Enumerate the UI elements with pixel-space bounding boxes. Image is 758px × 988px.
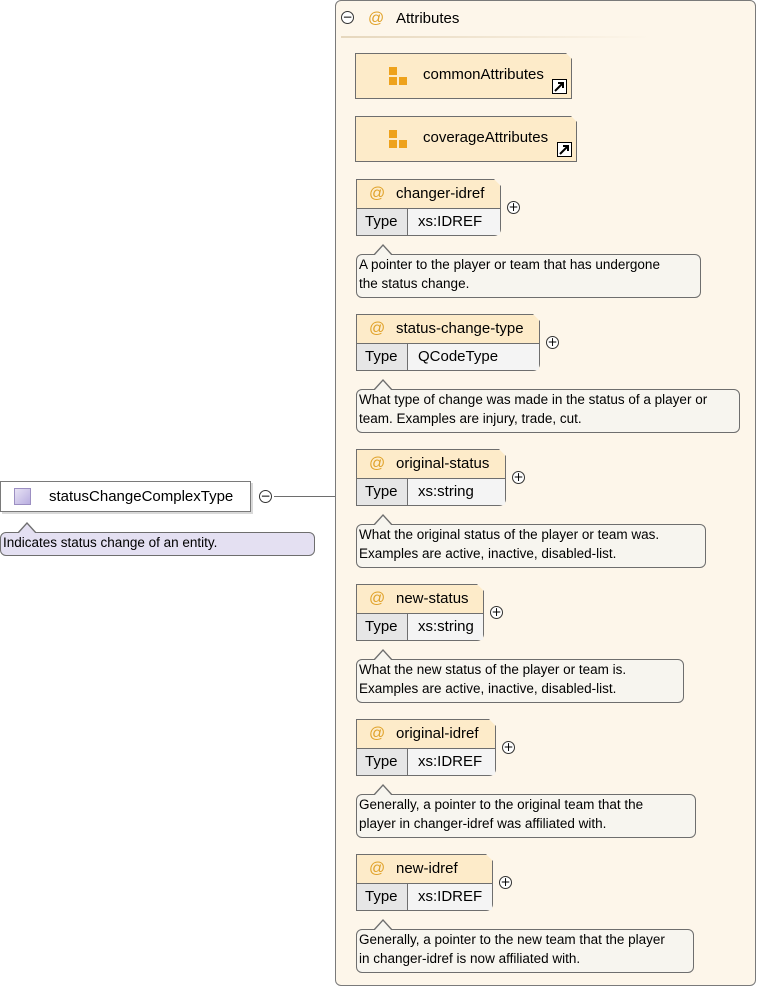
type-label: Type — [357, 749, 408, 775]
doc-line: A pointer to the player or team that has… — [359, 257, 660, 272]
attribute-at-icon: @ — [369, 860, 386, 877]
type-label: Type — [357, 479, 408, 505]
attribute-expand-toggle[interactable]: + — [499, 875, 512, 889]
complex-type-name: statusChangeComplexType — [49, 488, 234, 505]
doc-line: Examples are active, inactive, disabled-… — [359, 546, 617, 561]
connector-line — [274, 496, 336, 497]
complex-type-icon — [14, 488, 31, 505]
type-value: xs:string — [418, 618, 474, 635]
attribute-doc: What the original status of the player o… — [356, 514, 706, 568]
attributes-collapse-toggle[interactable]: − — [341, 10, 354, 24]
attribute-changer-idref[interactable]: @ changer-idref Type xs:IDREF — [356, 179, 501, 236]
attribute-group-common[interactable]: commonAttributes — [355, 53, 572, 99]
attribute-doc: What type of change was made in the stat… — [356, 379, 740, 433]
type-value: xs:IDREF — [418, 213, 483, 230]
type-value: xs:IDREF — [418, 753, 483, 770]
attribute-name: status-change-type — [396, 320, 524, 337]
group-name: coverageAttributes — [423, 129, 549, 146]
attribute-name: original-status — [396, 455, 490, 472]
collapse-toggle[interactable]: − — [259, 489, 272, 503]
attributes-title: Attributes — [396, 10, 460, 27]
attribute-group-icon — [389, 67, 411, 87]
attribute-expand-toggle[interactable]: + — [502, 740, 515, 754]
divider — [341, 36, 651, 38]
attribute-name: original-idref — [396, 725, 479, 742]
external-link-icon[interactable] — [557, 142, 572, 157]
doc-line: Examples are active, inactive, disabled-… — [359, 681, 617, 696]
attribute-expand-toggle[interactable]: + — [512, 470, 525, 484]
attribute-name: new-status — [396, 590, 469, 607]
external-link-icon[interactable] — [552, 79, 567, 94]
attribute-at-icon: @ — [369, 185, 386, 202]
attribute-name: new-idref — [396, 860, 458, 877]
attribute-expand-toggle[interactable]: + — [507, 200, 520, 214]
attribute-original-status[interactable]: @ original-status Type xs:string — [356, 449, 506, 506]
attribute-at-icon: @ — [369, 725, 386, 742]
type-label: Type — [357, 209, 408, 235]
doc-line: the status change. — [359, 276, 470, 291]
group-name: commonAttributes — [423, 66, 544, 83]
attribute-at-icon: @ — [369, 320, 386, 337]
type-label: Type — [357, 884, 408, 910]
doc-line: player in changer-idref was affiliated w… — [359, 816, 607, 831]
attribute-doc: Generally, a pointer to the original tea… — [356, 784, 696, 838]
doc-line: What type of change was made in the stat… — [359, 392, 708, 407]
attribute-name: changer-idref — [396, 185, 485, 202]
attribute-expand-toggle[interactable]: + — [490, 605, 503, 619]
type-label: Type — [357, 614, 408, 640]
type-value: xs:IDREF — [418, 888, 483, 905]
doc-line: in changer-idref is now affiliated with. — [359, 951, 581, 966]
doc-line: What the new status of the player or tea… — [359, 662, 627, 677]
type-label: Type — [357, 344, 408, 370]
complex-type-doc: Indicates status change of an entity. — [0, 522, 315, 556]
attribute-expand-toggle[interactable]: + — [546, 335, 559, 349]
attribute-new-status[interactable]: @ new-status Type xs:string — [356, 584, 484, 641]
attribute-at-icon: @ — [369, 590, 386, 607]
doc-text: Indicates status change of an entity. — [3, 535, 218, 550]
attribute-status-change-type[interactable]: @ status-change-type Type QCodeType — [356, 314, 540, 371]
doc-line: What the original status of the player o… — [359, 527, 660, 542]
attribute-original-idref[interactable]: @ original-idref Type xs:IDREF — [356, 719, 496, 776]
doc-line: Generally, a pointer to the original tea… — [359, 797, 644, 812]
doc-line: Generally, a pointer to the new team tha… — [359, 932, 665, 947]
attribute-at-icon: @ — [369, 455, 386, 472]
attribute-group-coverage[interactable]: coverageAttributes — [355, 116, 577, 162]
attribute-new-idref[interactable]: @ new-idref Type xs:IDREF — [356, 854, 493, 911]
doc-line: team. Examples are injury, trade, cut. — [359, 411, 582, 426]
attribute-doc: A pointer to the player or team that has… — [356, 244, 701, 298]
attribute-group-icon — [389, 130, 411, 150]
attribute-doc: Generally, a pointer to the new team tha… — [356, 919, 694, 973]
type-value: QCodeType — [418, 348, 499, 365]
complex-type-box[interactable]: statusChangeComplexType — [0, 481, 251, 512]
attribute-at-icon: @ — [368, 10, 385, 27]
type-value: xs:string — [418, 483, 474, 500]
attribute-doc: What the new status of the player or tea… — [356, 649, 684, 703]
